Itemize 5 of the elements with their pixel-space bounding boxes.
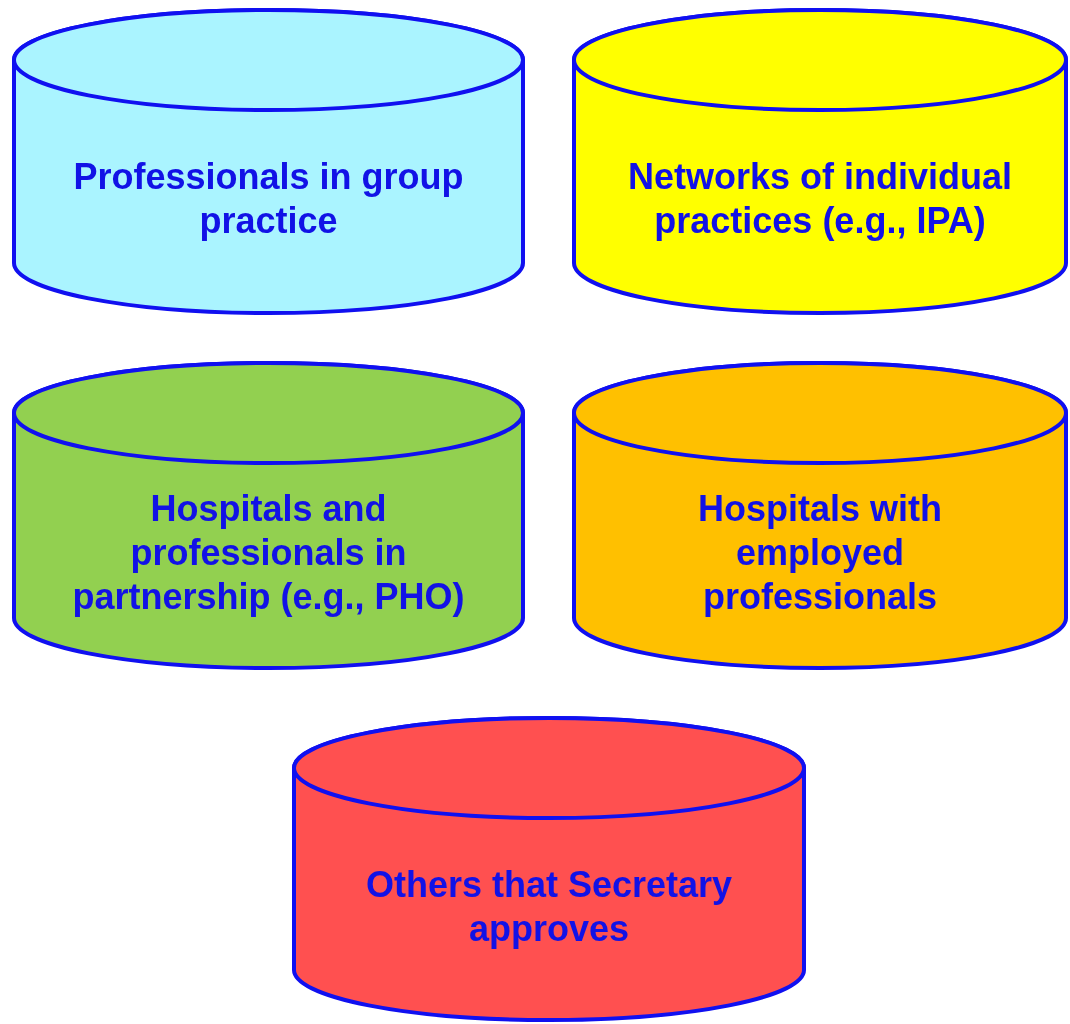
cylinder-label: Hospitals and professionals in partnership (e.g., PHO): [71, 487, 466, 619]
cylinder-label: Professionals in group practice: [72, 155, 465, 243]
cylinder-label: Networks of individual practices (e.g., IPA): [626, 155, 1013, 243]
cylinder-label: Hospitals with employed professionals: [697, 487, 943, 619]
cylinder-label: Others that Secretary approves: [364, 862, 734, 951]
